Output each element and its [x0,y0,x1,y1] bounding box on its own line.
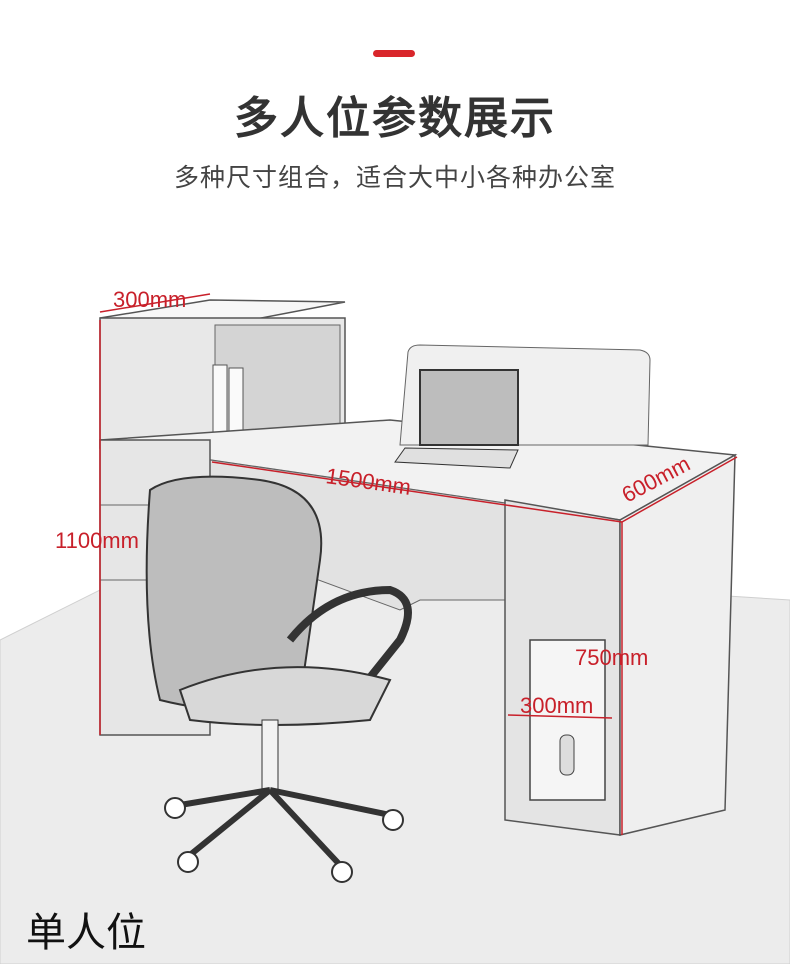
desk-illustration: 300mm 1100mm 1500mm 600mm 750mm 300mm [0,287,790,964]
layout-label: 单人位 [26,910,146,956]
chair-armrest [286,585,412,693]
binder-1 [212,364,228,442]
chair-seat [178,666,392,726]
page-title: 多人位参数展示 [234,93,556,144]
dim-cabinet-width: 300mm [520,693,593,718]
laptop-screen [419,369,519,446]
dim-hutch-depth: 300mm [113,287,186,312]
title-accent-bar [373,50,415,57]
page-subtitle: 多种尺寸组合，适合大中小各种办公室 [173,163,616,192]
chair-column [261,719,279,791]
laptop-base [394,447,519,469]
dimension-lines [99,293,738,835]
dim-total-height: 1100mm [55,528,139,553]
chair-base [179,787,391,868]
dim-desk-height: 750mm [575,645,648,670]
